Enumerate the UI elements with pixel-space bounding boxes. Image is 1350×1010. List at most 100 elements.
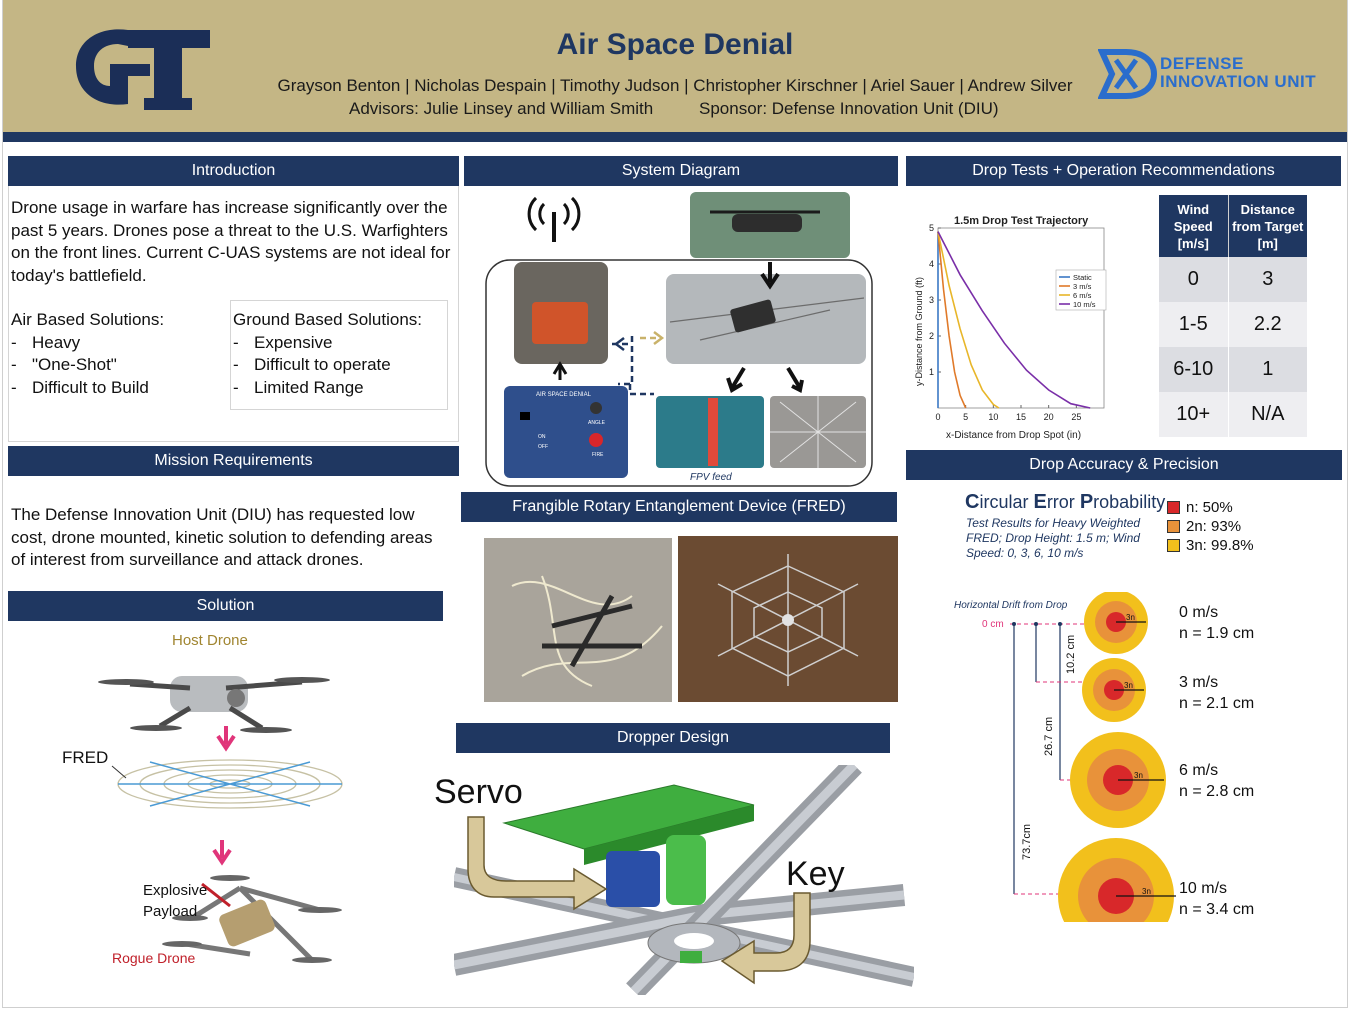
target-speed-2: 6 m/s [1179,762,1219,779]
table-row: 1-5 2.2 [1159,302,1307,347]
fred-label: FRED [62,748,109,767]
chart-plot-area [937,227,1105,409]
cep-diagram: Horizontal Drift from Drop 0 cm 10.2 cm … [954,592,1176,922]
target-6ms: 3n [1070,732,1166,828]
zero-cm-label: 0 cm [982,619,1004,630]
chart-legend-label: Static [1073,273,1092,282]
ring-label: 3n [1142,887,1151,896]
controller-photo [504,386,628,478]
fred-net-image [117,759,343,809]
gt-logo-mark [76,29,210,110]
legend-swatch [1167,520,1180,533]
chart-legend-label: 6 m/s [1073,291,1092,300]
controller-off: OFF [538,444,548,450]
target-n-3: n = 3.4 cm [1179,901,1255,918]
arrow-diag-icon [786,366,804,393]
cep-letter-e: E [1033,491,1047,513]
diagram-frame [485,259,873,487]
air-solutions: Air Based Solutions: Heavy "One-Shot" Di… [11,309,221,399]
gt-logo [70,16,215,116]
controller-angle: ANGLE [588,420,606,426]
list-item: Difficult to Build [11,377,221,400]
chart-x-tick-label: 10 [988,412,998,422]
rogue-drone-label: Rogue Drone [112,950,196,966]
legend-label: n: 50% [1186,499,1233,516]
chart-y-tick-label: 2 [929,331,934,341]
fpv-feed-label: FPV feed [690,472,732,483]
target-n-1: n = 2.1 cm [1179,695,1255,712]
fred-photos [484,536,898,702]
target-3ms: 3n [1082,658,1146,722]
ring-label: 3n [1126,613,1135,622]
target-10ms: 3n [1058,838,1176,922]
controller-title: AIR SPACE DENIAL [536,392,592,398]
chart-y-tick-label: 4 [929,259,934,269]
arrow-down-icon [212,840,232,866]
chart-y-tick-label: 3 [929,295,934,305]
system-diagram: AIR SPACE DENIAL ANGLE FIRE ON OFF FPV f… [485,192,873,487]
cep-word-1: ircular [979,492,1034,512]
table-row: 6-10 1 [1159,347,1307,392]
ground-solutions-list: Expensive Difficult to operate Limited R… [233,332,447,400]
wind-table: Wind Speed [m/s] Distance from Target [m… [1159,195,1307,437]
legend-label: 3n: 99.8% [1186,537,1254,554]
arrow-right-icon [201,882,231,908]
controller-on: ON [538,434,546,440]
drift-label: Horizontal Drift from Drop [954,600,1068,611]
mission-paragraph: The Defense Innovation Unit (DIU) has re… [11,505,433,569]
target-speed-3: 10 m/s [1179,880,1228,897]
legend-row: 3n: 99.8% [1167,536,1287,555]
chart-x-tick-label: 25 [1071,412,1081,422]
table-row: 0 3 [1159,257,1307,302]
target-n-2: n = 2.8 cm [1179,783,1255,800]
cep-letter-c: C [965,491,980,513]
target-0ms: 3n [1084,592,1148,654]
chart-x-tick-label: 20 [1044,412,1054,422]
cep-word-3: robability [1093,492,1166,512]
arrow-up-icon [552,361,568,380]
cep-description: Test Results for Heavy Weighted FRED; Dr… [966,516,1141,560]
mission-heading: Mission Requirements [8,446,459,476]
ring-label: 3n [1124,681,1133,690]
list-item: Limited Range [233,377,447,400]
solution-heading: Solution [8,591,443,621]
wind-speed-header: Wind Speed [m/s] [1159,195,1229,257]
list-item: Difficult to operate [233,354,447,377]
chart-y-tick-label: 5 [929,223,934,233]
diu-line-1: DEFENSE [1160,54,1244,73]
host-drone-label: Host Drone [172,632,248,649]
drift-label-3: 73.7cm [1021,824,1033,860]
fred-pointer-line [111,765,127,779]
solution-illustration [98,676,343,963]
explosive-label: Explosive [143,882,208,899]
controller-fire: FIRE [592,452,604,458]
chart-series-line [937,231,967,409]
diu-logo: DEFENSE INNOVATION UNIT [1098,48,1338,103]
servo-body [606,851,660,907]
target-speed-1: 3 m/s [1179,674,1219,691]
table-cell: 6-10 [1159,347,1229,392]
drift-label-1: 10.2 cm [1065,635,1077,674]
ground-solutions: Ground Based Solutions: Expensive Diffic… [230,300,448,410]
fred-heading: Frangible Rotary Entanglement Device (FR… [461,492,897,522]
chart-xlabel: x-Distance from Drop Spot (in) [946,430,1081,441]
antenna-icon [527,196,581,242]
servo-label: Servo [434,773,523,811]
legend-swatch [1167,539,1180,552]
list-item: "One-Shot" [11,354,221,377]
diu-logo-mark [1098,49,1158,99]
chart-y-tick-label: 1 [929,367,934,377]
sponsor-line: Sponsor: Defense Innovation Unit (DIU) [699,99,999,118]
key-label: Key [786,855,845,893]
arrow-diag-icon [726,366,746,393]
air-solutions-title: Air Based Solutions: [11,310,165,329]
arrow-down-icon [216,726,236,752]
cep-word-2: rror [1046,492,1080,512]
legend-swatch [1167,501,1180,514]
legend-label: 2n: 93% [1186,518,1242,535]
poster-title: Air Space Denial [556,28,794,61]
ground-solutions-title: Ground Based Solutions: [233,310,423,329]
target-speed-0: 0 m/s [1179,604,1219,621]
